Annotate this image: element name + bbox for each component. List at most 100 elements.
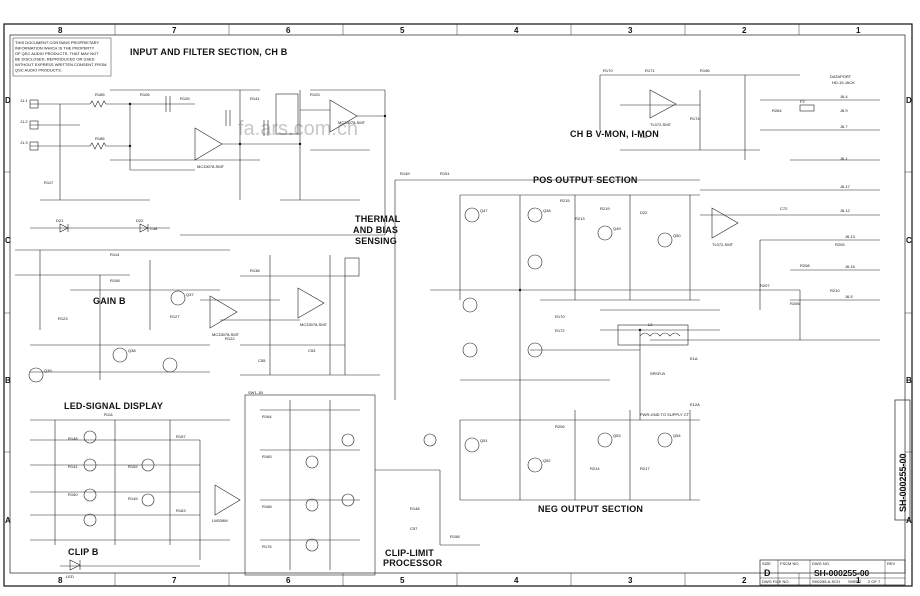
resistor-label: R210 (830, 288, 840, 293)
transistor-label: Q48 (543, 208, 551, 213)
sheet-value: 2 OF 7 (868, 579, 881, 584)
svg-text:R163: R163 (176, 508, 186, 513)
notice-line: BE DISCLOSED, REPRODUCED OR USED (15, 57, 95, 62)
svg-text:R185: R185 (95, 92, 105, 97)
inductor-label: L2 (648, 322, 653, 327)
svg-text:R117: R117 (44, 180, 54, 185)
size-value: D (764, 568, 771, 578)
zone-col-label: 1 (856, 26, 861, 35)
rev-label: REV (887, 561, 896, 566)
resistor-label: R205 (835, 242, 845, 247)
svg-text:J6.17: J6.17 (840, 184, 851, 189)
svg-text:R148: R148 (410, 506, 420, 511)
svg-text:R170: R170 (603, 68, 613, 73)
svg-text:R157: R157 (176, 434, 186, 439)
zone-columns-bottom: 8 7 6 5 4 3 2 1 (58, 576, 861, 585)
zone-row-label: B (906, 376, 912, 385)
resistor-label: R206 (790, 301, 800, 306)
opamp-label: TL072-SMT (712, 242, 734, 247)
svg-text:R108: R108 (110, 278, 120, 283)
svg-text:R126: R126 (180, 96, 190, 101)
svg-text:R150: R150 (68, 492, 78, 497)
section-title-thermal: SENSING (355, 236, 397, 246)
zone-ticks (4, 24, 912, 586)
diode-label: D22 (136, 218, 144, 223)
svg-text:R152: R152 (128, 464, 138, 469)
transistor-label: Q50 (673, 233, 681, 238)
svg-text:R138: R138 (250, 268, 260, 273)
svg-text:R111: R111 (104, 412, 114, 417)
zone-col-label: 3 (628, 576, 633, 585)
notice-line: OF QSC AUDIO PRODUCTS, THAT MAY NOT (15, 51, 99, 56)
svg-text:J6.12: J6.12 (840, 208, 851, 213)
svg-text:SPKR-B: SPKR-B (650, 371, 665, 376)
svg-text:PWR-GND TO SUPPLY CT: PWR-GND TO SUPPLY CT (640, 412, 690, 417)
transistor-label: Q37 (186, 292, 194, 297)
dataport-label: DATAPORT (830, 74, 852, 79)
gain-circuit: MC33078-SMT Q37 Q38 Q39 D22 D21 R114R108… (15, 218, 300, 383)
transistor-label: Q38 (128, 348, 136, 353)
svg-text:C57: C57 (410, 526, 418, 531)
zone-row-label: B (5, 376, 11, 385)
svg-text:R122: R122 (225, 336, 235, 341)
fscm-label: FSCM NO. (780, 561, 800, 566)
zone-row-label: C (906, 236, 912, 245)
svg-text:C58: C58 (640, 134, 648, 139)
svg-text:D22: D22 (640, 210, 648, 215)
svg-text:R164: R164 (262, 414, 272, 419)
dataport-sub: HD-15 JACK (832, 80, 855, 85)
clip-led-label: LED (66, 574, 74, 579)
transistor-label: Q49 (613, 226, 621, 231)
svg-text:R196: R196 (700, 68, 710, 73)
svg-text:J6.4: J6.4 (840, 94, 848, 99)
svg-text:R214: R214 (590, 466, 600, 471)
transistor-label: Q53 (613, 433, 621, 438)
file-name: SH0255-A.SCH (812, 579, 840, 584)
transistor-label: Q51 (480, 438, 488, 443)
svg-text:R114: R114 (110, 252, 120, 257)
svg-text:E12A: E12A (690, 402, 700, 407)
transistor-label: Q47 (480, 208, 488, 213)
svg-text:C72: C72 (780, 206, 788, 211)
svg-text:R145: R145 (128, 496, 138, 501)
svg-text:R213: R213 (575, 216, 585, 221)
notice-line: THIS DOCUMENT CONTAINS PROPRIETARY (15, 40, 99, 45)
svg-text:J6.5: J6.5 (845, 294, 853, 299)
svg-text:E1A: E1A (690, 356, 698, 361)
sheet-label: SHEET (848, 579, 862, 584)
svg-text:R165: R165 (262, 454, 272, 459)
svg-text:R176: R176 (262, 544, 272, 549)
zone-row-label: A (5, 516, 11, 525)
svg-text:J1.2: J1.2 (20, 119, 28, 124)
zone-rows-right: D C B A (906, 96, 912, 525)
svg-text:R106: R106 (140, 92, 150, 97)
section-title-thermal: THERMAL (355, 214, 401, 224)
zone-col-label: 8 (58, 26, 63, 35)
svg-text:R174: R174 (690, 116, 700, 121)
zone-col-label: 5 (400, 576, 405, 585)
section-title-clip: CLIP B (68, 547, 99, 557)
zone-col-label: 4 (514, 576, 519, 585)
side-drawing-number: SH-000255-00 (894, 399, 911, 521)
svg-text:R149: R149 (400, 171, 410, 176)
svg-text:R168: R168 (262, 504, 272, 509)
right-mid-circuit: TL072-SMT R207 R208 R210 R205 R206 J6.17… (650, 184, 880, 341)
opamp-label: MC33078-SMT (197, 164, 225, 169)
file-label: DWG FILE NO. (762, 579, 790, 584)
title-block: SIZE D FSCM NO. DWG NO. SH-000255-00 REV… (759, 559, 906, 586)
zone-columns-top: 8 7 6 5 4 3 2 1 (58, 26, 861, 35)
section-title-input-filter: INPUT AND FILTER SECTION, CH B (130, 47, 288, 57)
comparator-label: LM339M (212, 518, 228, 523)
zone-rows-left: D C B A (5, 96, 11, 525)
svg-text:C55: C55 (258, 358, 266, 363)
svg-text:R186: R186 (95, 136, 105, 141)
opamp-label: TL072-SMT (650, 122, 672, 127)
svg-text:R127: R127 (170, 314, 180, 319)
zone-row-label: C (5, 236, 11, 245)
section-title-monitor: CH B V-MON, I-MON (570, 129, 659, 139)
